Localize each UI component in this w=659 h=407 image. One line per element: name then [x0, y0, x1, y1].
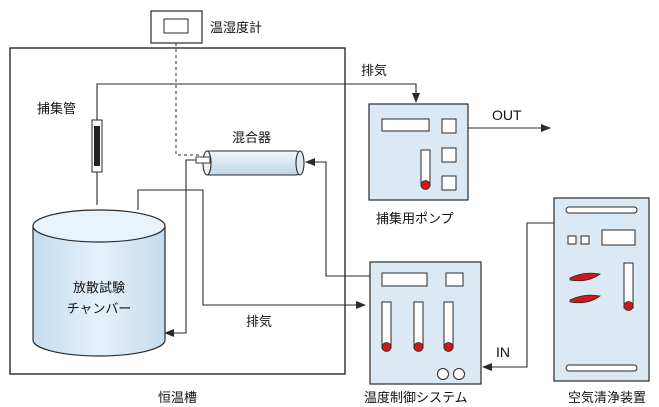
- control-indicator-2: [413, 342, 424, 352]
- mixer: [195, 150, 305, 176]
- thermostat-label: 恒温槽: [158, 391, 197, 406]
- out-label: OUT: [492, 107, 522, 123]
- sensor-line: [175, 43, 200, 156]
- pump-label: 捕集用ポンプ: [376, 211, 454, 227]
- thermostat-box: [9, 47, 346, 375]
- collection-pump: [368, 103, 469, 201]
- air-purifier-label: 空気清浄装置: [568, 390, 646, 406]
- control-indicator-1: [381, 342, 392, 352]
- chamber-label-2: チャンバー: [67, 302, 132, 317]
- mixer-to-chamber-pipe: [164, 159, 196, 337]
- collection-tube-label: 捕集管: [37, 101, 76, 117]
- chamber-label-1: 放散試験: [73, 280, 125, 296]
- control-to-mixer-pipe: [305, 158, 370, 277]
- hygrometer-label: 温湿度計: [210, 20, 262, 36]
- purifier-indicator: [623, 301, 634, 311]
- in-label: IN: [496, 344, 510, 360]
- exhaust-mid-label: 排気: [246, 314, 272, 330]
- mixer-label: 混合器: [232, 131, 271, 146]
- exhaust-top-label: 排気: [361, 63, 387, 79]
- air-purifier: [553, 197, 650, 382]
- emission-chamber: [32, 209, 166, 357]
- collection-tube: [91, 119, 103, 205]
- control-indicator-3: [443, 342, 454, 352]
- in-pipe: [482, 222, 556, 371]
- control-system: [369, 261, 482, 385]
- hygrometer: [150, 10, 203, 44]
- control-system-label: 温度制御システム: [364, 390, 468, 406]
- exhaust-pipe-mid: [137, 189, 366, 309]
- exhaust-pipe-top: [96, 83, 420, 120]
